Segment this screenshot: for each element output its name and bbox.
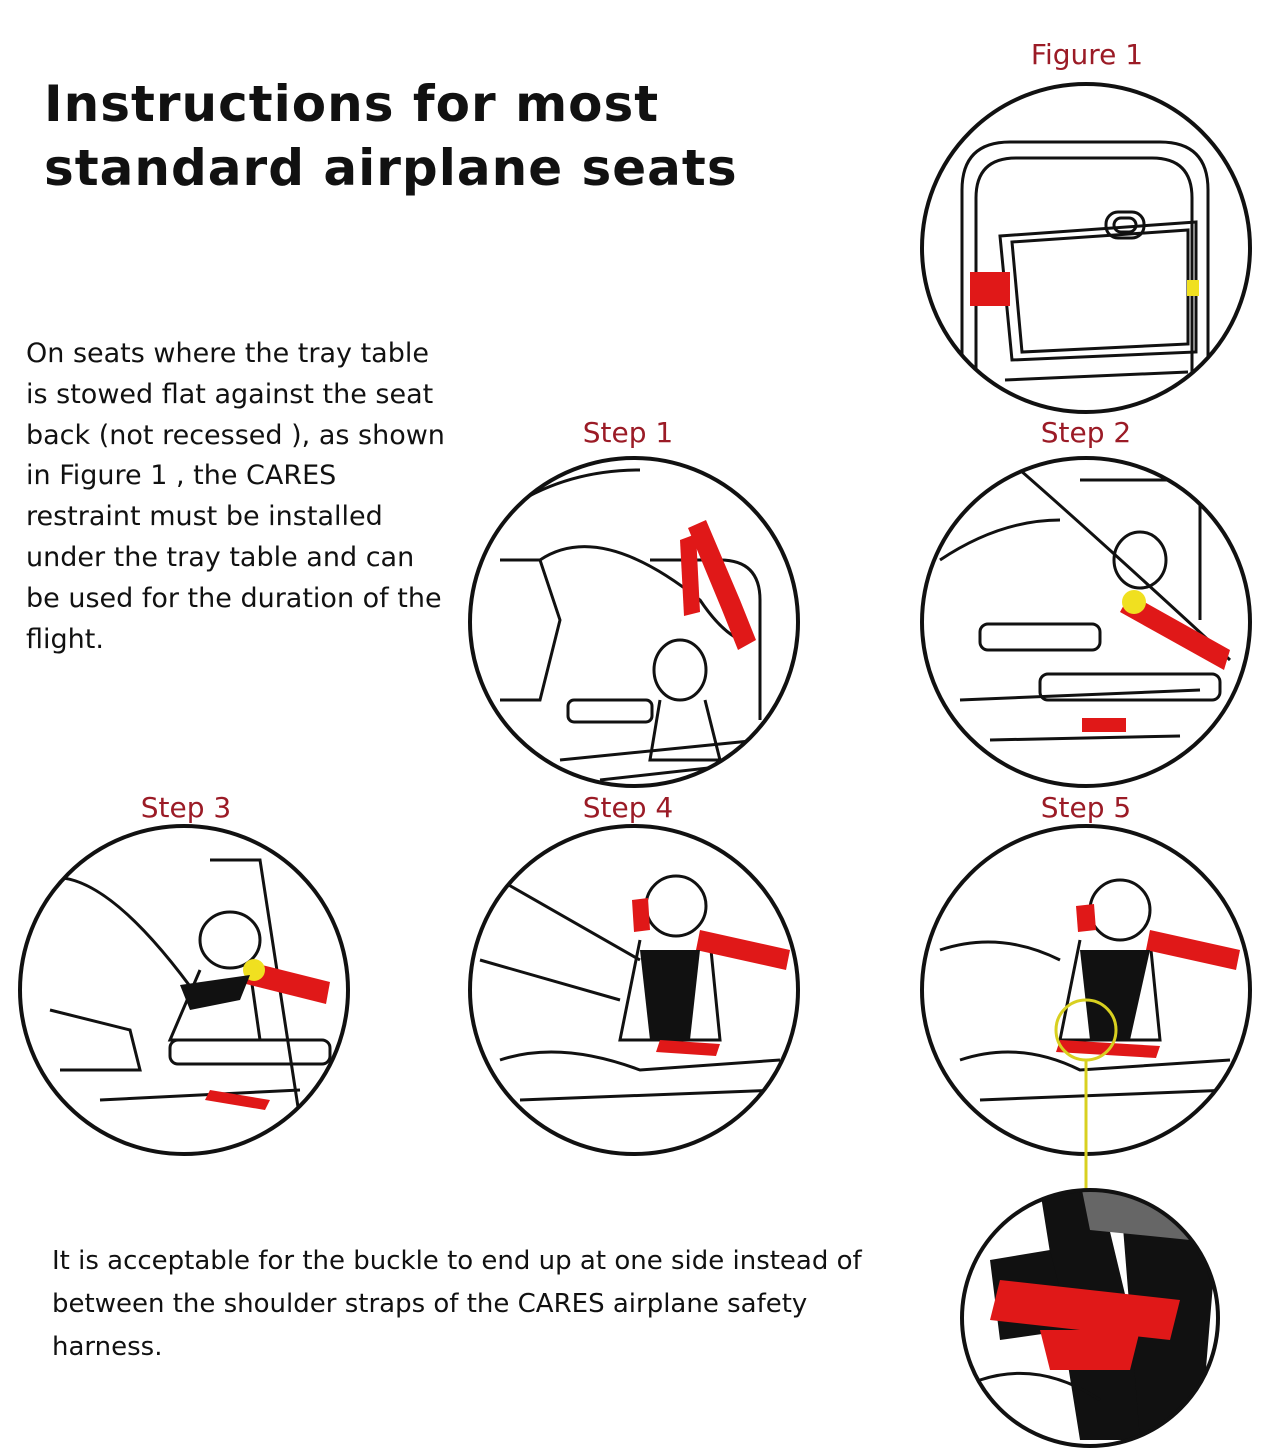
- page-title: Instructions for most standard airplane …: [44, 75, 738, 197]
- buckle-mark: [1187, 280, 1199, 296]
- strap-mark: [970, 272, 1010, 306]
- step-2-illustration: [920, 456, 1252, 788]
- buckle-closeup-illustration: [960, 1188, 1220, 1448]
- buckle-note: It is acceptable for the buckle to end u…: [52, 1246, 862, 1362]
- intro-paragraph: On seats where the tray table is stowed …: [26, 338, 445, 655]
- step-4-illustration: [468, 824, 800, 1156]
- caption-step-3: Step 3: [140, 791, 232, 824]
- figure-1-illustration: [920, 82, 1252, 414]
- caption-step-1: Step 1: [582, 416, 674, 449]
- caption-figure-1: Figure 1: [1030, 38, 1144, 71]
- caption-step-5: Step 5: [1040, 791, 1132, 824]
- step-1-illustration: [468, 456, 800, 788]
- caption-step-4: Step 4: [582, 791, 674, 824]
- step-3-illustration: [18, 824, 350, 1156]
- caption-step-2: Step 2: [1040, 416, 1132, 449]
